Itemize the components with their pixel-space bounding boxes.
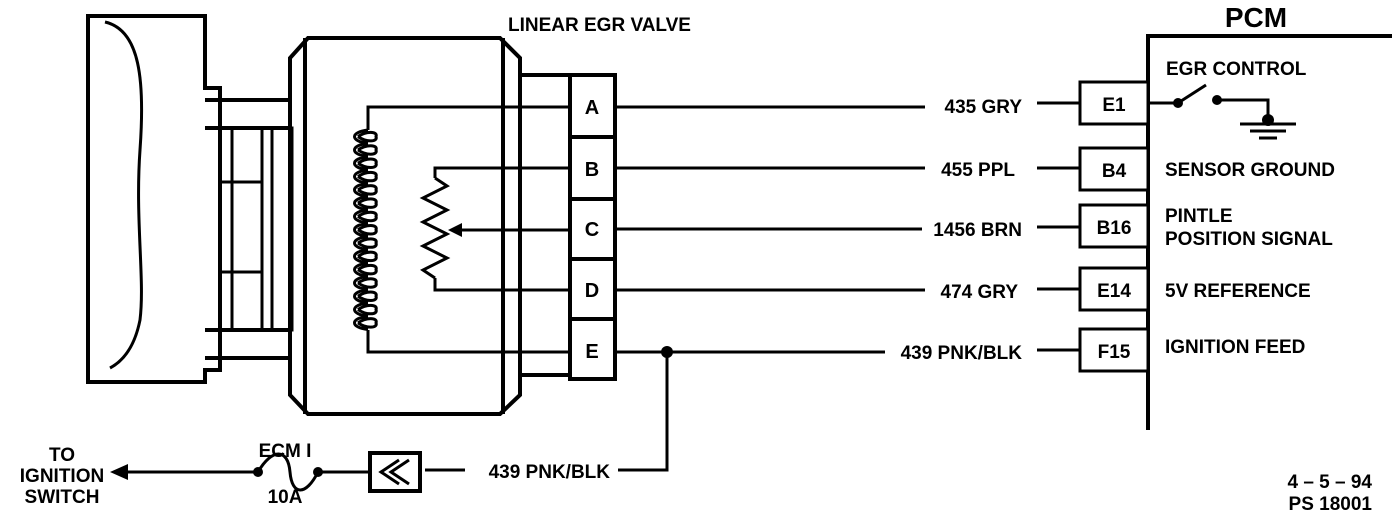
terminal-label-b4: B4 — [1102, 161, 1127, 182]
pcm-module: PCM E1 B4 B16 E14 F15 EGR CONTROL SENSOR… — [1078, 2, 1392, 430]
pintle-label-line2: POSITION SIGNAL — [1165, 229, 1333, 250]
pin-label-e: E — [585, 341, 598, 363]
pcm-terminal-b4 — [1078, 146, 1150, 192]
footer-code: PS 18001 — [1289, 494, 1373, 515]
egr-control-label: EGR CONTROL — [1166, 59, 1307, 80]
wire-label-1456-brn: 1456 BRN — [933, 220, 1022, 241]
sensor-ground-label: SENSOR GROUND — [1165, 160, 1335, 181]
terminal-label-f15: F15 — [1098, 342, 1131, 363]
pcm-terminal-b16 — [1078, 203, 1150, 249]
wire-label-435-gry: 435 GRY — [945, 97, 1023, 118]
terminal-label-b16: B16 — [1097, 218, 1132, 239]
pintle-position-potentiometer — [419, 166, 570, 292]
ignition-feed-label: IGNITION FEED — [1165, 337, 1305, 358]
ground-icon — [1240, 122, 1296, 140]
pin-label-c: C — [585, 219, 599, 241]
connector-pin-e — [568, 317, 617, 381]
fuse-icon — [256, 452, 320, 492]
to-label-line1: TO — [49, 445, 75, 466]
arrow-left-icon — [110, 464, 128, 480]
pcm-terminal-e14 — [1078, 266, 1150, 312]
to-label-line2: IGNITION — [20, 466, 104, 487]
ignition-feed-circuit: 439 PNK/BLK ECM I 10A TO IGNITION SWITCH — [20, 441, 611, 508]
pcm-terminal-e1 — [1078, 80, 1150, 126]
pcm-title: PCM — [1225, 2, 1287, 33]
fuse-rating: 10A — [268, 487, 303, 508]
pcm-wires: 435 GRY 455 PPL 1456 BRN 474 GRY 439 PNK… — [615, 97, 1080, 472]
valve-connector: A B C D E — [568, 73, 617, 381]
pin-label-d: D — [585, 280, 599, 302]
solenoid-coil — [353, 105, 570, 354]
pintle-label-line1: PINTLE — [1165, 206, 1233, 227]
pcm-terminal-f15 — [1078, 327, 1150, 373]
terminal-label-e14: E14 — [1097, 281, 1131, 302]
terminal-label-e1: E1 — [1102, 95, 1126, 116]
connector-block — [368, 451, 422, 493]
egr-control-switch-icon — [1177, 83, 1207, 105]
fuse-name: ECM I — [259, 441, 312, 462]
wire-label-455-ppl: 455 PPL — [941, 160, 1015, 181]
footer-date: 4 – 5 – 94 — [1287, 472, 1372, 493]
connector-chevron-icon — [378, 458, 410, 486]
valve-base-body — [86, 14, 294, 384]
pin-label-a: A — [585, 97, 599, 119]
feed-wire-label: 439 PNK/BLK — [489, 462, 611, 483]
wire-label-474-gry: 474 GRY — [941, 282, 1019, 303]
to-label-line3: SWITCH — [25, 487, 100, 508]
diagram-title: LINEAR EGR VALVE — [508, 15, 691, 36]
5v-reference-label: 5V REFERENCE — [1165, 281, 1311, 302]
pin-label-b: B — [585, 159, 599, 181]
wiper-arrow-icon — [448, 223, 462, 237]
wire-label-439-pnk-blk: 439 PNK/BLK — [901, 343, 1023, 364]
